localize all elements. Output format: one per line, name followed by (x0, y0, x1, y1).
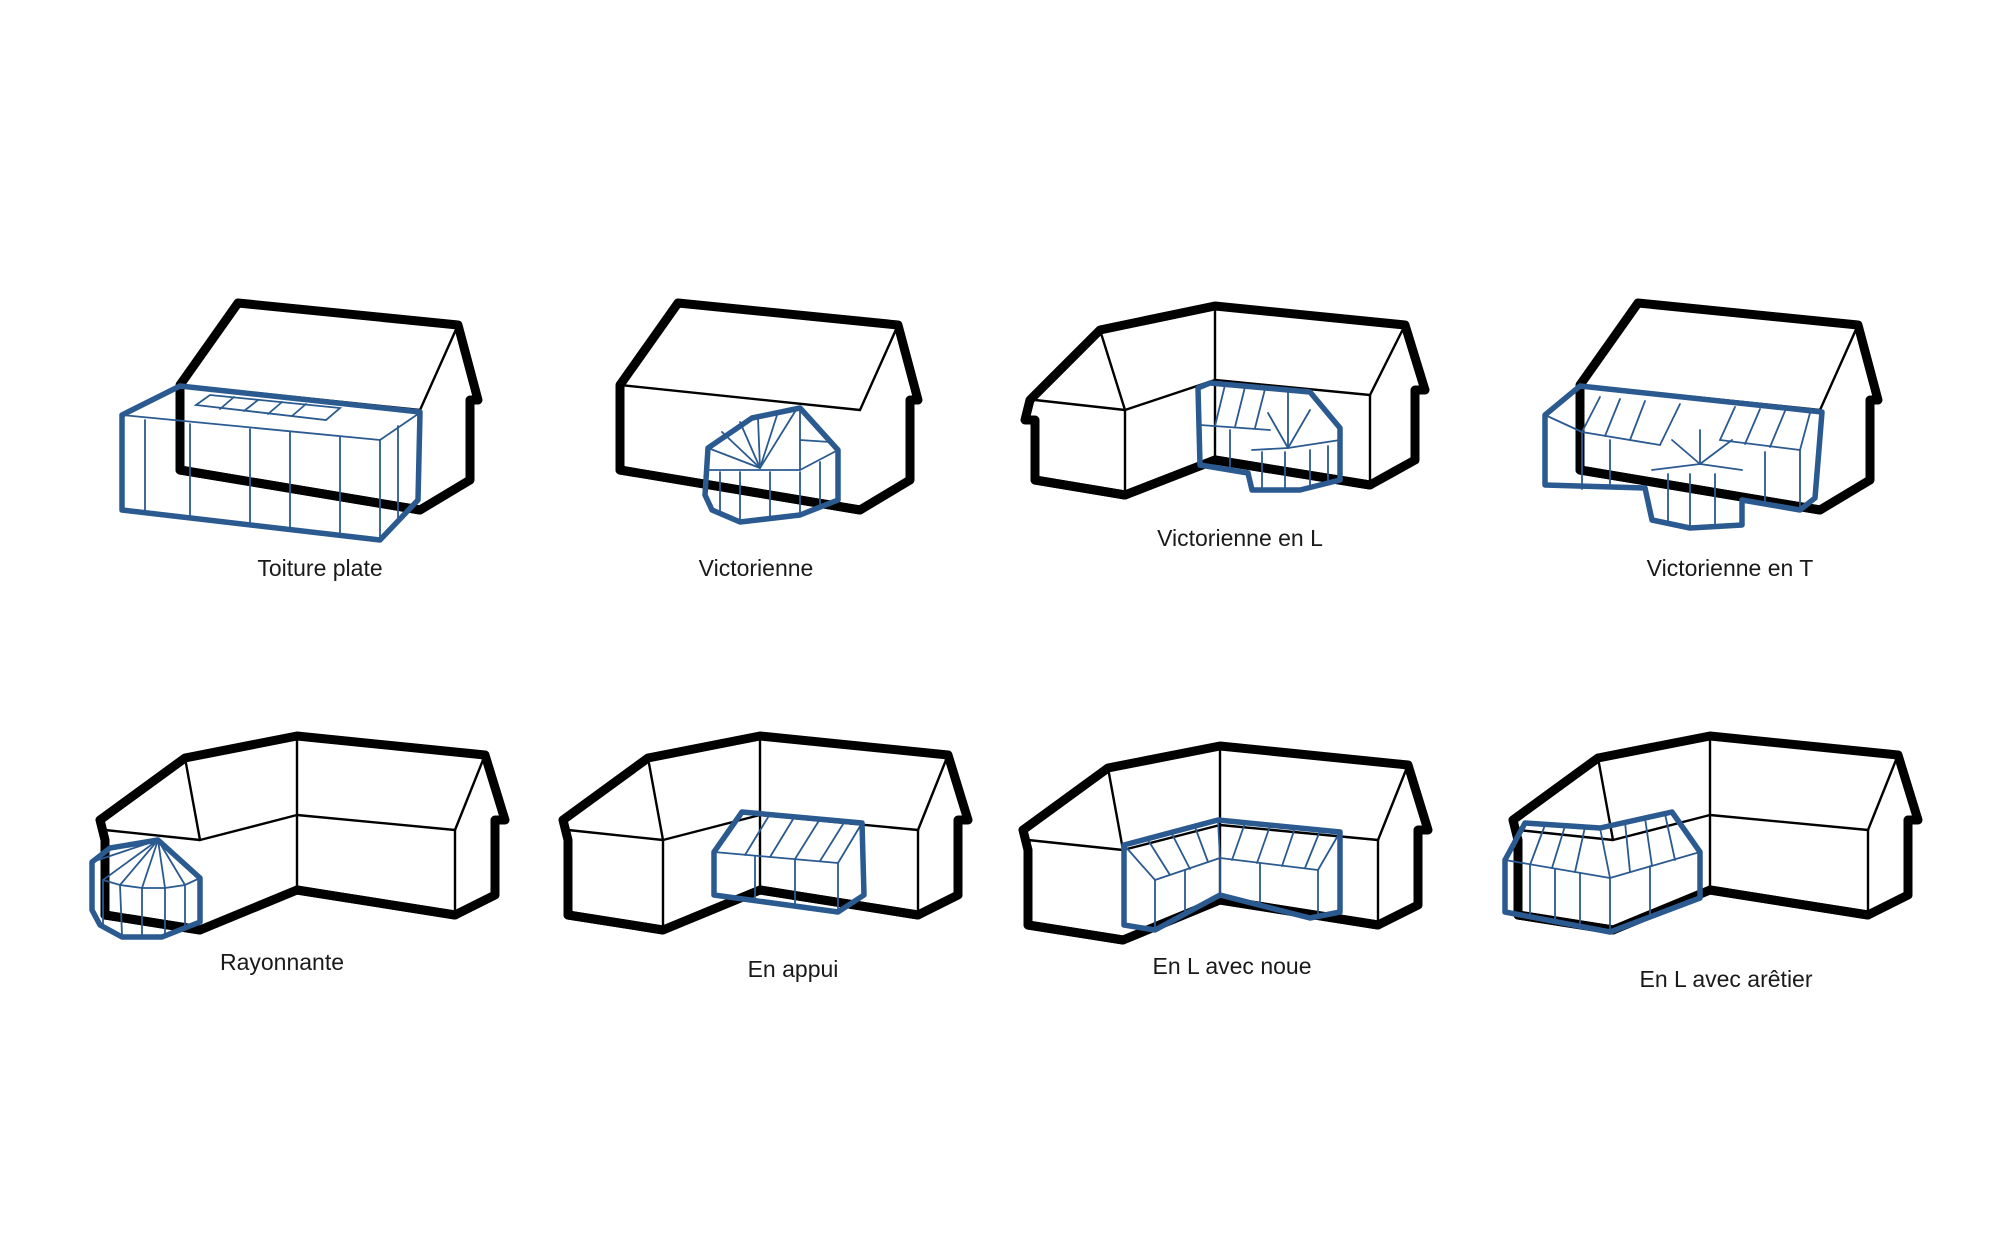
item-rayonnante: Rayonnante (89, 731, 510, 975)
caption-victorienne-en-l: Victorienne en L (1157, 525, 1323, 551)
veranda-drawing (89, 837, 203, 940)
caption-victorienne-en-t: Victorienne en T (1647, 555, 1814, 581)
house-drawing (95, 731, 510, 935)
item-en-l-avec-aretier: En L avec arêtier (1502, 731, 1923, 992)
item-en-l-avec-noue: En L avec noue (1018, 741, 1433, 979)
caption-en-appui: En appui (748, 956, 839, 982)
veranda-drawing (702, 405, 841, 525)
house-drawing (1018, 741, 1433, 945)
caption-en-l-avec-aretier: En L avec arêtier (1639, 966, 1812, 992)
house-drawing (558, 731, 973, 935)
caption-victorienne: Victorienne (699, 555, 814, 581)
veranda-drawing (1542, 383, 1825, 531)
veranda-drawing (119, 383, 423, 543)
veranda-drawing (711, 809, 867, 915)
house-drawing (615, 298, 923, 515)
item-victorienne-en-l: Victorienne en L (1020, 301, 1430, 551)
caption-rayonnante: Rayonnante (220, 949, 344, 975)
caption-toiture-plate: Toiture plate (257, 555, 382, 581)
veranda-drawing (1502, 809, 1703, 935)
house-drawing (1508, 731, 1923, 935)
item-en-appui: En appui (558, 731, 973, 982)
item-victorienne: Victorienne (615, 298, 923, 581)
veranda-drawing (1121, 817, 1343, 933)
caption-en-l-avec-noue: En L avec noue (1153, 953, 1312, 979)
house-drawing (1020, 301, 1430, 500)
house-drawing (1575, 298, 1883, 515)
item-victorienne-en-t: Victorienne en T (1542, 298, 1883, 581)
item-toiture-plate: Toiture plate (119, 298, 483, 581)
veranda-drawing (1195, 380, 1343, 493)
